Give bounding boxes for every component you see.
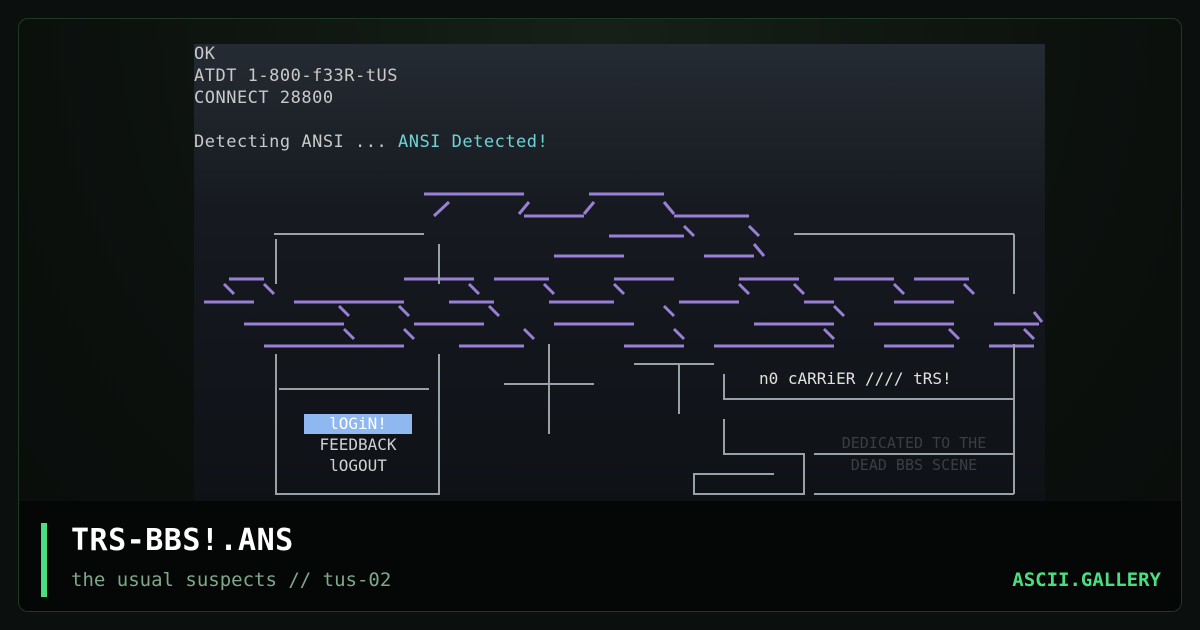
detecting-text: Detecting ANSI ... xyxy=(194,132,398,152)
terminal-line-ok: OK xyxy=(194,44,216,64)
carrier-banner-text: n0 cARRiER //// tRS! xyxy=(759,369,952,388)
menu-item-logout[interactable]: lOGOUT xyxy=(329,456,387,475)
dedication-line-1: DEDICATED TO THE xyxy=(841,434,987,452)
ansi-detected-text: ANSI Detected! xyxy=(397,132,549,152)
dedication-line-2: DEAD BBS SCENE xyxy=(850,456,978,474)
menu-item-feedback[interactable]: FEEDBACK xyxy=(319,435,397,454)
ansi-logo-art xyxy=(204,192,1044,495)
ansi-terminal-screen: OK ATDT 1-800-f33R-tUS CONNECT 28800 Det… xyxy=(194,44,1045,519)
accent-bar xyxy=(41,523,47,597)
terminal-line-dial: ATDT 1-800-f33R-tUS xyxy=(194,66,398,86)
artwork-title: TRS-BBS!.ANS xyxy=(71,523,294,558)
logo-gray-strokes xyxy=(274,233,1015,495)
logo-purple-strokes xyxy=(204,192,1044,348)
terminal-line-detect: Detecting ANSI ... ANSI Detected! xyxy=(194,132,548,152)
menu-item-login[interactable]: lOGiN! xyxy=(304,414,412,434)
caption-footer: TRS-BBS!.ANS the usual suspects // tus-0… xyxy=(19,501,1181,611)
artwork-subtitle: the usual suspects // tus-02 xyxy=(71,569,392,591)
site-brand-link[interactable]: ASCII.GALLERY xyxy=(1012,569,1161,591)
card-frame: OK ATDT 1-800-f33R-tUS CONNECT 28800 Det… xyxy=(18,18,1182,612)
terminal-line-connect: CONNECT 28800 xyxy=(194,88,334,108)
